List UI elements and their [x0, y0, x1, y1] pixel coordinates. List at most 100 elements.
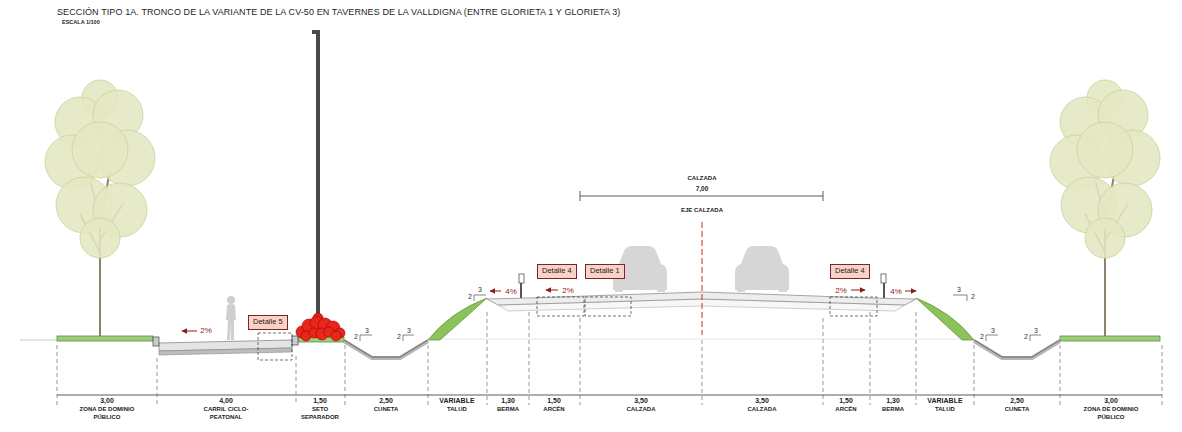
slope-arrow	[182, 290, 916, 331]
label-holder: 2	[980, 333, 984, 341]
dimension-value: VARIABLE	[439, 397, 474, 405]
cycle-path	[159, 340, 292, 355]
drawing-title: SECCIÓN TIPO 1A. TRONCO DE LA VARIANTE D…	[57, 7, 620, 17]
slope-ratio: 2	[468, 293, 472, 301]
slope-arrow	[490, 291, 501, 292]
slope-ratio: 2	[980, 333, 984, 341]
dimension-extension-line	[345, 345, 346, 405]
slope-ratio-mark	[403, 335, 414, 341]
label-holder: 4%	[505, 287, 517, 296]
slope-ratio: 3	[957, 286, 961, 294]
label-holder: 3	[407, 327, 411, 335]
label-holder: 3	[365, 327, 369, 335]
dimension-value: VARIABLE	[927, 397, 962, 405]
slope-ratio: 2	[971, 293, 975, 301]
detail-reference: Detalle 1	[590, 267, 620, 276]
pedestrian-silhouette	[226, 304, 236, 340]
dimension-extension-line	[1060, 345, 1061, 405]
drainage-ditch	[974, 341, 1060, 358]
label-holder: 7,00	[696, 185, 709, 192]
label-holder: 2,50	[1010, 397, 1024, 405]
embankment-slope	[916, 298, 974, 340]
slope-ratio: 2	[354, 333, 358, 341]
dimension-value: 1,50	[839, 397, 853, 405]
slope-percent: 2%	[200, 326, 212, 335]
carriageway-dimension	[580, 191, 581, 201]
curb	[153, 336, 298, 346]
label-holder: ZONA DE DOMINIO PÚBLICO	[1076, 406, 1146, 421]
dimension-extension-line	[487, 312, 488, 405]
label-holder: CALZADA	[688, 175, 717, 182]
slope-ratio-mark	[360, 295, 1041, 341]
element-name: SETO SEPARADOR	[297, 406, 343, 421]
label-holder: CUNETA	[356, 406, 416, 414]
ground-line	[20, 339, 974, 340]
label-holder: CARRIL CICLO-PEATONAL	[191, 406, 261, 421]
dimension-extension-line	[296, 356, 297, 405]
detail-callout-box: Detalle 4	[537, 264, 577, 279]
dimension-value: 7,00	[696, 185, 709, 192]
label-holder: ESCALA 1/100	[62, 19, 100, 25]
label-holder: 2	[354, 333, 358, 341]
slope-ratio: 2	[397, 333, 401, 341]
slope-ratio: 3	[991, 327, 995, 335]
dimension-line	[57, 395, 1162, 396]
label-holder: 2	[971, 293, 975, 301]
label-holder: 2%	[200, 326, 212, 335]
carriageway-dimension	[823, 191, 824, 201]
slope-arrow	[905, 291, 916, 292]
carriageway-label: CALZADA	[688, 175, 717, 182]
label-holder: 2%	[835, 286, 847, 295]
car-silhouette	[735, 246, 789, 292]
detail-callout-box: Detalle 4	[830, 264, 870, 279]
car-silhouette	[615, 286, 623, 292]
ground-line	[20, 340, 57, 341]
slope-ratio: 3	[365, 327, 369, 335]
dimension-extension-line	[529, 312, 530, 405]
label-holder: BERMA	[488, 406, 528, 414]
title-holder: SECCIÓN TIPO 1A. TRONCO DE LA VARIANTE D…	[57, 7, 620, 17]
car-silhouette	[657, 286, 665, 292]
slope-ratio-mark	[953, 295, 967, 301]
curb	[153, 337, 159, 346]
dimension-value: 1,50	[547, 397, 561, 405]
label-holder: 2	[468, 293, 472, 301]
detail-reference: Detalle 4	[835, 267, 865, 276]
label-holder: 3,00	[100, 397, 114, 405]
label-holder: 2	[397, 333, 401, 341]
label-holder: ZONA DE DOMINIO PÚBLICO	[72, 406, 142, 421]
cycle-path	[159, 348, 292, 355]
label-holder: TALUD	[917, 406, 973, 414]
element-name: CALZADA	[591, 406, 691, 414]
slope-arrow	[182, 331, 197, 332]
car-silhouette	[613, 246, 789, 292]
label-holder: 1,50	[313, 397, 327, 405]
car-silhouette	[737, 286, 745, 292]
label-holder: 4,00	[219, 397, 233, 405]
carriageway-dimension	[580, 196, 823, 197]
label-holder: TALUD	[429, 406, 485, 414]
lamp-post	[316, 32, 320, 338]
label-holder: 3	[1034, 327, 1038, 335]
tree	[45, 80, 155, 340]
detail-frame	[537, 297, 584, 316]
detail-callout-box: Detalle 5	[248, 315, 288, 330]
scale-note: ESCALA 1/100	[62, 19, 100, 25]
dimension-value: 3,00	[100, 397, 114, 405]
label-holder: 2,50	[379, 397, 393, 405]
hedge	[331, 331, 341, 341]
green-verge	[1060, 336, 1160, 341]
element-name: ARCÉN	[530, 406, 578, 414]
centre-axis	[702, 222, 703, 335]
element-name: ARCÉN	[824, 406, 868, 414]
label-holder: 1,50	[839, 397, 853, 405]
label-holder: ARCÉN	[824, 406, 868, 414]
detail-frame	[258, 333, 292, 360]
dimension-extension-line	[57, 345, 58, 405]
green-verge	[57, 336, 1160, 342]
element-name: ZONA DE DOMINIO PÚBLICO	[1076, 406, 1146, 421]
label-holder: 1,30	[886, 397, 900, 405]
slope-ratio-mark	[474, 295, 486, 301]
detail-reference: Detalle 4	[542, 267, 572, 276]
